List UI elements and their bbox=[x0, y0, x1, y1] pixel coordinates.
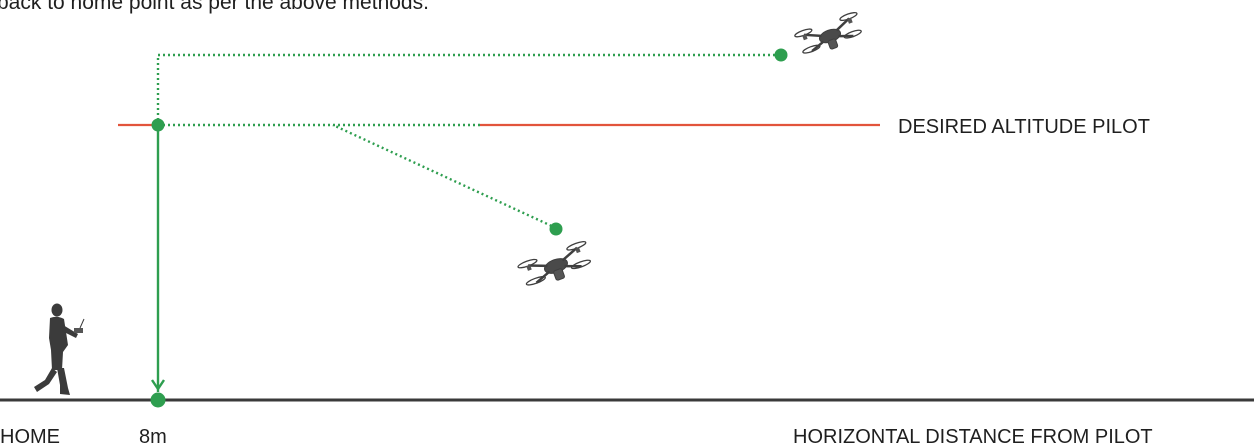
drone-icon bbox=[794, 11, 862, 54]
low-drone-point bbox=[549, 222, 563, 236]
desired-altitude-label: DESIRED ALTITUDE PILOT bbox=[898, 116, 1150, 138]
altitude-point bbox=[151, 118, 165, 132]
intro-text: back to home point as per the above meth… bbox=[0, 0, 429, 14]
home-label: HOME bbox=[0, 426, 60, 446]
low-drone-climb-path bbox=[332, 123, 557, 230]
home-landing-point bbox=[150, 392, 166, 408]
high-drone-point bbox=[774, 48, 788, 62]
high-drone-return-path bbox=[156, 53, 780, 125]
pilot-silhouette-icon bbox=[34, 303, 85, 395]
distance-8m-label: 8m bbox=[139, 426, 167, 446]
drone-icon bbox=[517, 241, 592, 286]
horizontal-distance-label: HORIZONTAL DISTANCE FROM PILOT bbox=[793, 426, 1153, 446]
descent-arrowhead bbox=[151, 379, 165, 392]
